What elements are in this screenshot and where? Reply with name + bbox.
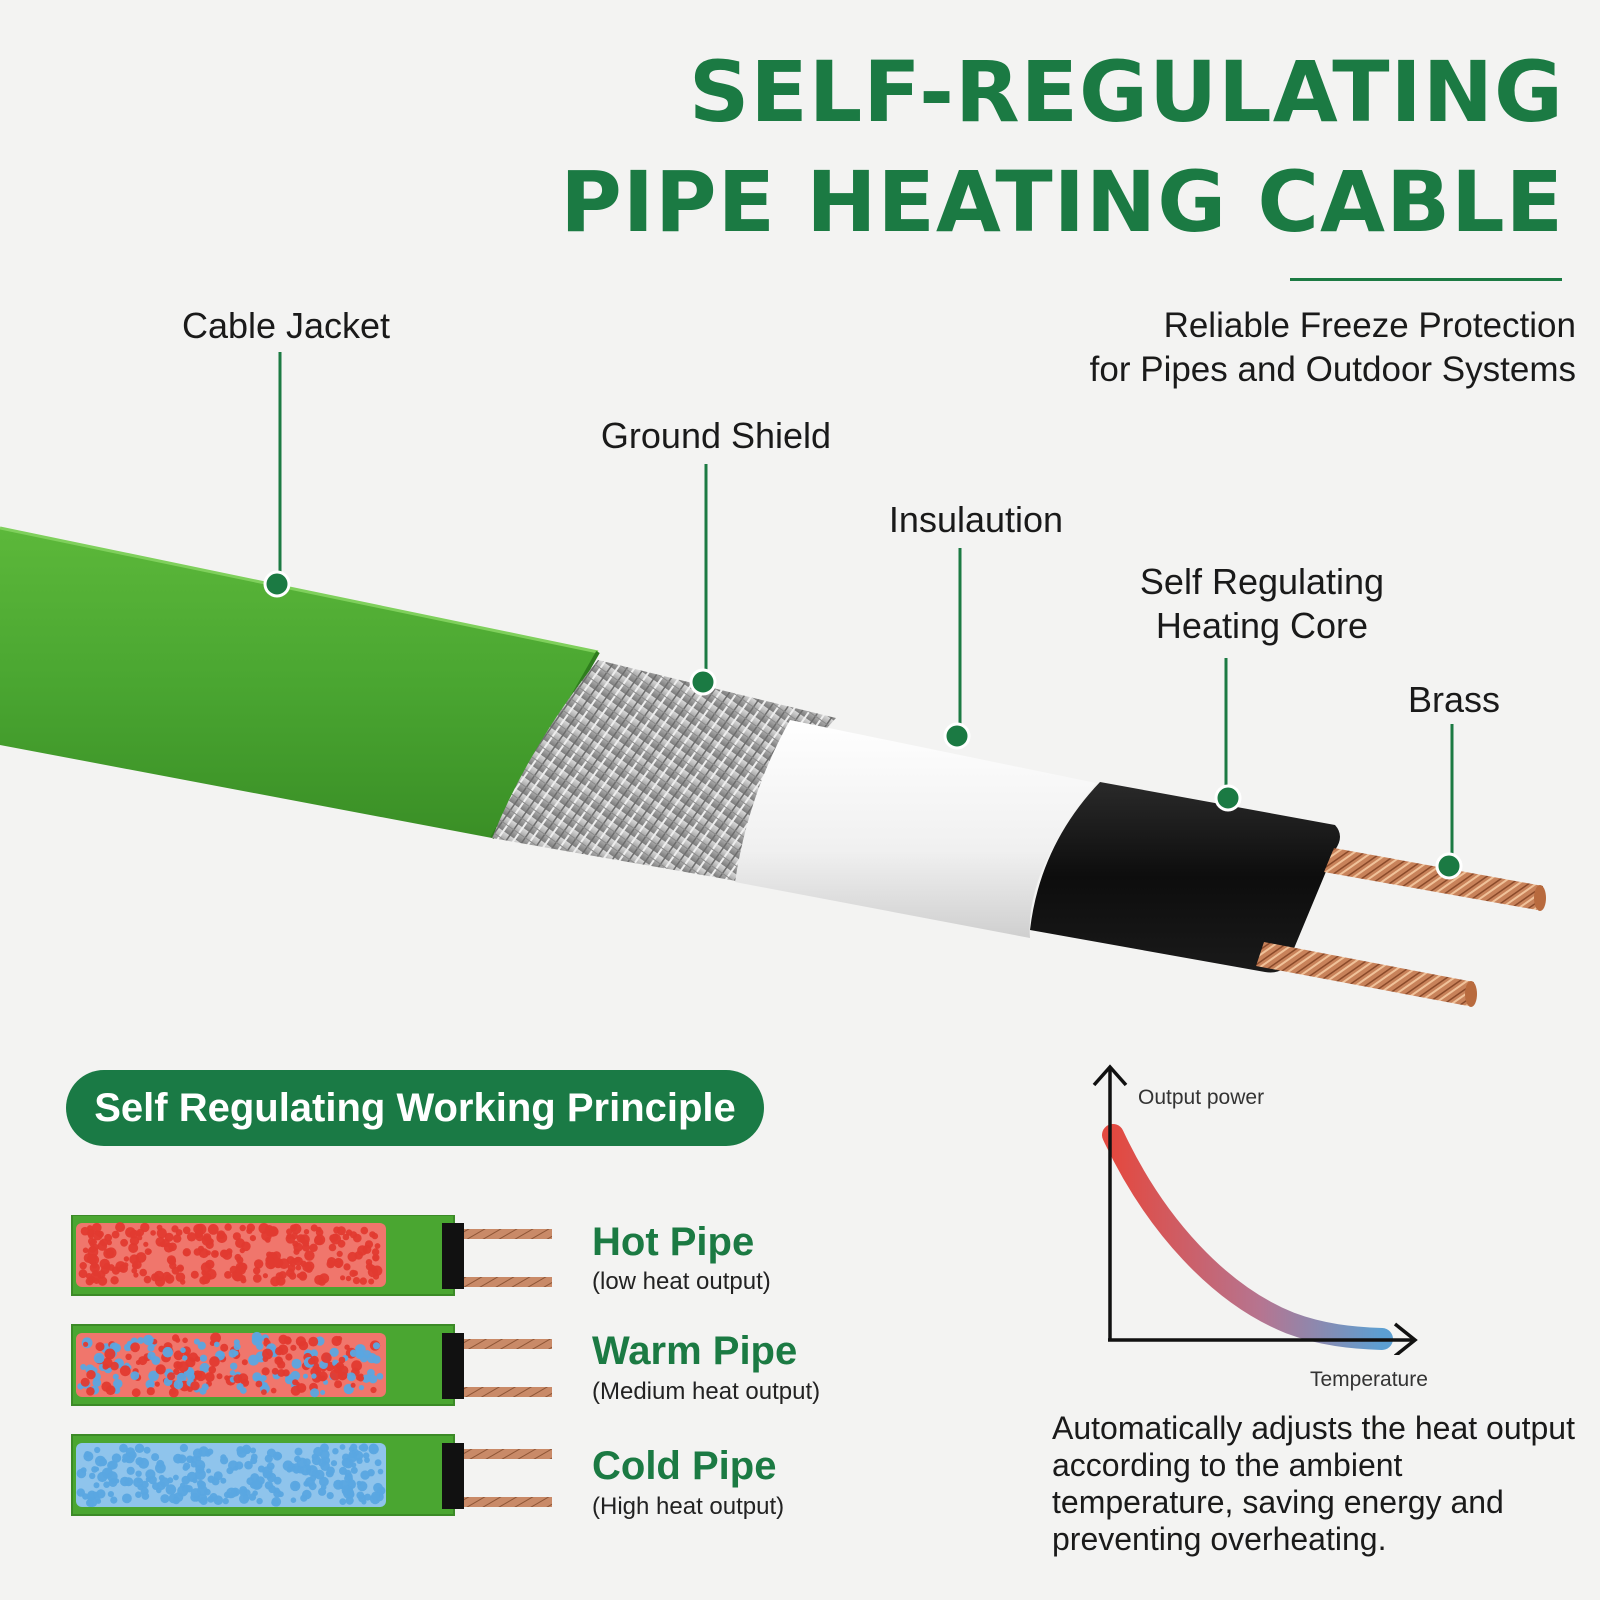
cold-pipe-note: (High heat output) [592, 1493, 785, 1520]
title-line-2: PIPE HEATING CABLE [560, 153, 1564, 251]
pipe-state-cables [71, 1215, 552, 1516]
mini-cable-1 [71, 1215, 552, 1296]
warm-pipe-title: Warm Pipe [592, 1329, 798, 1373]
graph-x-label: Temperature [1310, 1368, 1428, 1391]
cable-jacket-marker [263, 570, 291, 598]
mini-cable-2 [71, 1324, 552, 1406]
heating-core [1030, 782, 1340, 973]
cable-illustration [0, 352, 1546, 1007]
hot-pipe-title: Hot Pipe [592, 1220, 755, 1264]
output-power-graph [1092, 1064, 1418, 1355]
brass-marker [1435, 852, 1463, 880]
mini-cable-3 [71, 1434, 552, 1516]
subtitle: Reliable Freeze Protection for Pipes and… [1090, 304, 1576, 392]
graph-y-label: Output power [1138, 1086, 1265, 1109]
subtitle-line-1: Reliable Freeze Protection [1163, 306, 1576, 345]
cable-jacket [0, 528, 598, 838]
insulation-layer [735, 720, 1096, 938]
title-line-1: SELF-REGULATING [688, 43, 1564, 141]
principle-heading: Self Regulating Working Principle [66, 1070, 764, 1146]
warm-pipe-note: (Medium heat output) [592, 1378, 821, 1405]
cold-pipe-title: Cold Pipe [592, 1444, 777, 1488]
insulation-marker [943, 722, 971, 750]
brass-conductor-upper [1324, 848, 1543, 910]
callout-insulation: Insulaution [888, 499, 1064, 540]
core-marker [1214, 784, 1242, 812]
callout-brass: Brass [1407, 679, 1501, 720]
power-curve [1102, 1124, 1393, 1350]
hot-pipe-note: (low heat output) [592, 1268, 771, 1295]
callout-cable-jacket: Cable Jacket [181, 305, 391, 346]
callout-core-line-2: Heating Core [1155, 605, 1369, 646]
title-divider [1290, 278, 1562, 281]
subtitle-line-2: for Pipes and Outdoor Systems [1089, 350, 1576, 389]
ground-shield-marker [689, 668, 717, 696]
brass-conductor-lower [1256, 942, 1474, 1006]
callout-core-line-1: Self Regulating [1139, 561, 1385, 602]
principle-description: Automatically adjusts the heat output ac… [1052, 1410, 1575, 1557]
callout-heating-core: Self Regulating Heating Core [1140, 560, 1384, 648]
callout-ground-shield: Ground Shield [600, 415, 832, 456]
